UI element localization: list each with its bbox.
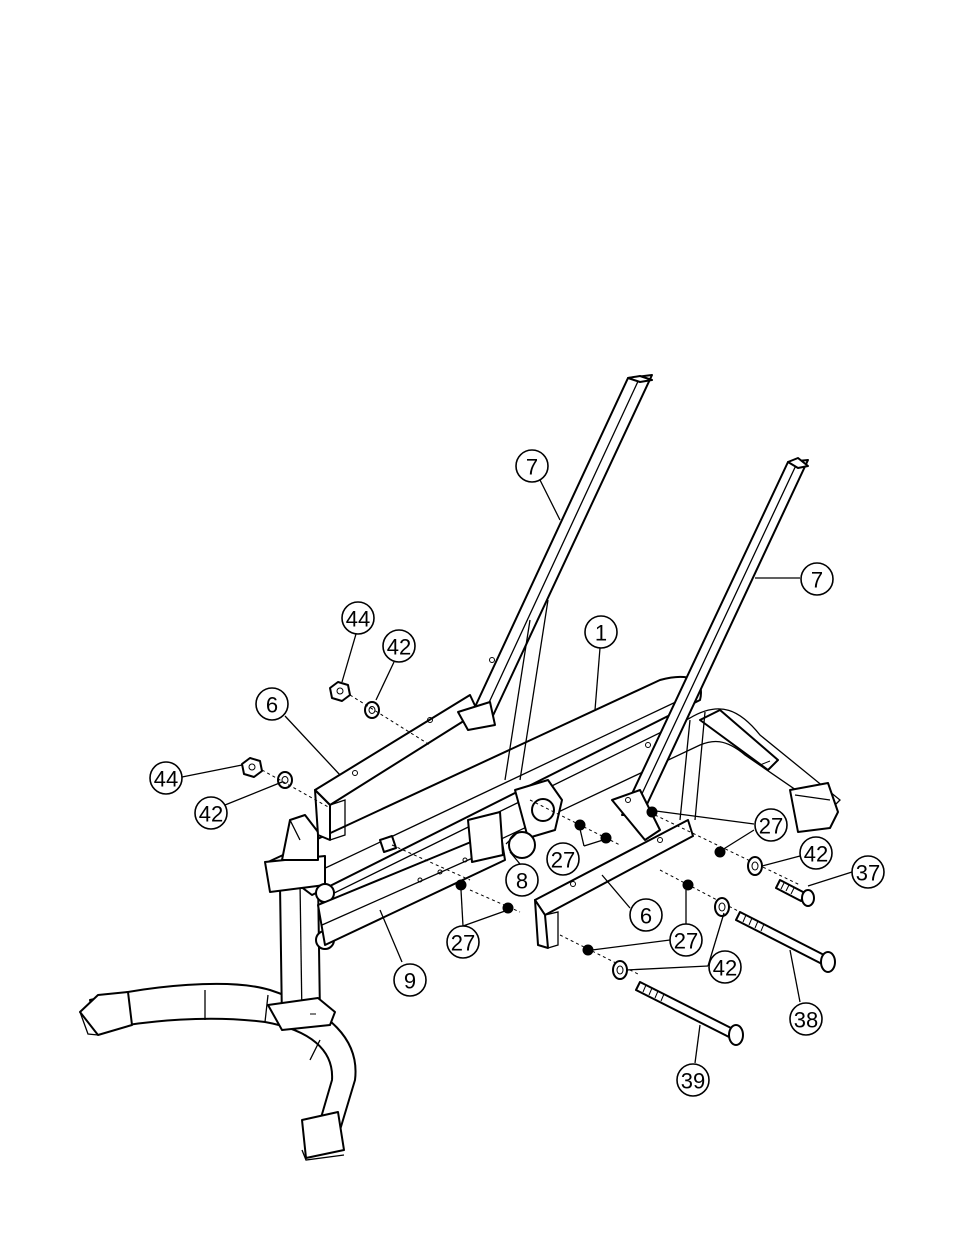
callout-38: 38 [790, 1003, 822, 1035]
callout-42-lower: 42 [195, 797, 227, 829]
callout-6-right: 6 [630, 899, 662, 931]
svg-text:37: 37 [856, 861, 880, 886]
nut-27-h [583, 945, 593, 955]
bolt-38 [736, 912, 835, 972]
callout-7-right: 7 [801, 563, 833, 595]
svg-text:42: 42 [804, 842, 828, 867]
callout-7-upper: 7 [516, 450, 548, 482]
nut-44-upper [330, 682, 350, 701]
callout-37: 37 [852, 856, 884, 888]
svg-text:27: 27 [674, 929, 698, 954]
callout-1: 1 [585, 616, 617, 648]
svg-text:44: 44 [346, 607, 370, 632]
svg-text:42: 42 [713, 956, 737, 981]
svg-text:27: 27 [759, 814, 783, 839]
svg-text:8: 8 [516, 869, 528, 894]
svg-text:44: 44 [154, 767, 178, 792]
callout-6-left: 6 [256, 688, 288, 720]
svg-text:38: 38 [794, 1008, 818, 1033]
washer-42-r3 [613, 961, 627, 979]
nut-27-c [456, 880, 466, 890]
callout-42-lower-right: 42 [709, 951, 741, 983]
callout-42-right-top: 42 [800, 837, 832, 869]
svg-text:9: 9 [404, 969, 416, 994]
callout-44-lower: 44 [150, 762, 182, 794]
svg-text:42: 42 [199, 802, 223, 827]
callout-9: 9 [394, 964, 426, 996]
svg-text:6: 6 [266, 693, 278, 718]
washer-42-r2 [715, 898, 729, 916]
callout-44-upper: 44 [342, 602, 374, 634]
svg-text:39: 39 [681, 1069, 705, 1094]
bolt-39 [636, 982, 743, 1045]
callout-27-left: 27 [447, 926, 479, 958]
svg-text:27: 27 [551, 848, 575, 873]
svg-text:27: 27 [451, 931, 475, 956]
svg-text:7: 7 [811, 568, 823, 593]
svg-text:42: 42 [387, 635, 411, 660]
callout-27-right-top: 27 [755, 809, 787, 841]
callout-27-lower-right: 27 [670, 924, 702, 956]
callout-39: 39 [677, 1064, 709, 1096]
nut-44-lower [242, 758, 262, 777]
lower-bracket-6-right [535, 820, 693, 948]
svg-text:6: 6 [640, 904, 652, 929]
callout-27-center: 27 [547, 843, 579, 875]
washer-42-r1 [748, 857, 762, 875]
bolt-37 [776, 880, 814, 906]
svg-text:1: 1 [595, 621, 607, 646]
svg-text:7: 7 [526, 455, 538, 480]
callout-42-upper: 42 [383, 630, 415, 662]
washer-42-upper [365, 702, 379, 718]
arm-7-right [612, 458, 808, 840]
callout-8: 8 [506, 864, 538, 896]
